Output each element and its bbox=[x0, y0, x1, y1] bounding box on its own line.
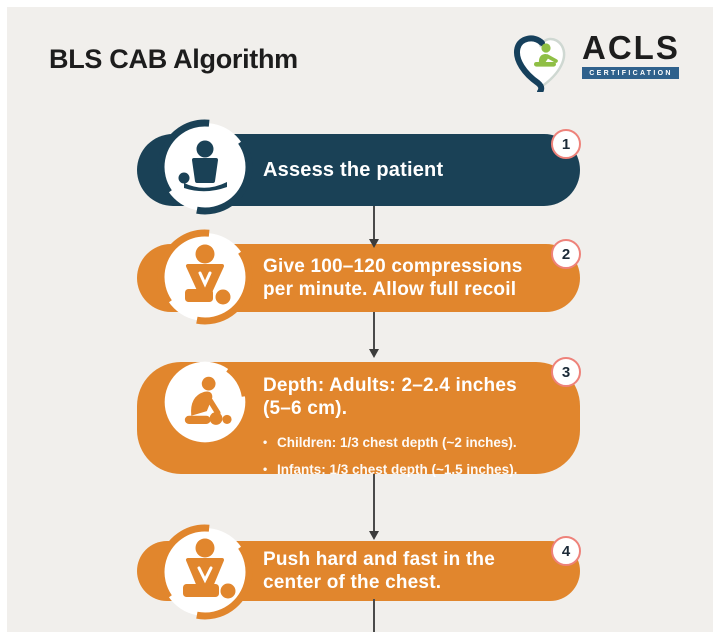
connector-2 bbox=[373, 312, 375, 350]
assess-patient-icon bbox=[157, 119, 253, 215]
step-4-line2: center of the chest. bbox=[263, 572, 442, 593]
step-2-line2: per minute. Allow full recoil bbox=[263, 279, 517, 300]
step-2: Give 100–120 compressions per minute. Al… bbox=[130, 229, 581, 325]
step-3-number-badge: 3 bbox=[551, 357, 581, 387]
bullet-children: • Children: 1/3 chest depth (~2 inches). bbox=[263, 429, 536, 456]
bullet-infants: • Infants: 1/3 chest depth (~1.5 inches)… bbox=[263, 456, 536, 483]
heart-cpr-icon bbox=[514, 35, 566, 92]
bullet-dot-icon: • bbox=[263, 462, 268, 476]
step-3: Depth: Adults: 2–2.4 inches (5–6 cm). • … bbox=[130, 357, 581, 478]
bullet-dot-icon: • bbox=[263, 435, 268, 449]
cpr-kneeling-icon bbox=[161, 358, 249, 446]
step-1-text: Assess the patient bbox=[263, 134, 536, 206]
page-title: BLS CAB Algorithm bbox=[49, 44, 298, 74]
step-3-text: Depth: Adults: 2–2.4 inches (5–6 cm). • … bbox=[263, 362, 536, 477]
connector-3 bbox=[373, 474, 375, 532]
step-3-bullets: • Children: 1/3 chest depth (~2 inches).… bbox=[263, 429, 536, 483]
step-2-text: Give 100–120 compressions per minute. Al… bbox=[263, 244, 536, 312]
arrow-down-icon bbox=[368, 349, 379, 358]
connector-4 bbox=[373, 599, 375, 632]
step-4: Push hard and fast in the center of the … bbox=[130, 524, 581, 620]
arrow-down-icon bbox=[368, 531, 379, 540]
step-3-title-line1: Depth: Adults: 2–2.4 inches bbox=[263, 375, 517, 396]
push-chest-icon bbox=[157, 524, 253, 620]
step-4-number-badge: 4 bbox=[551, 536, 581, 566]
step-3-title-line2: (5–6 cm). bbox=[263, 398, 348, 419]
step-2-line1: Give 100–120 compressions bbox=[263, 256, 523, 277]
logo-text: ACLS CERTIFICATION bbox=[582, 29, 680, 79]
acls-logo: ACLS CERTIFICATION bbox=[508, 30, 688, 92]
step-1-number-badge: 1 bbox=[551, 129, 581, 159]
step-1-label: Assess the patient bbox=[263, 158, 444, 181]
step-1: Assess the patient 1 bbox=[130, 119, 581, 215]
connector-1 bbox=[373, 206, 375, 240]
chest-compressions-icon bbox=[157, 229, 253, 325]
step-4-text: Push hard and fast in the center of the … bbox=[263, 541, 536, 601]
logo-brand: ACLS bbox=[582, 29, 680, 66]
step-4-line1: Push hard and fast in the bbox=[263, 549, 495, 570]
background bbox=[7, 7, 713, 632]
logo-tagline: CERTIFICATION bbox=[582, 67, 679, 79]
step-2-number-badge: 2 bbox=[551, 239, 581, 269]
arrow-down-icon bbox=[368, 239, 379, 248]
